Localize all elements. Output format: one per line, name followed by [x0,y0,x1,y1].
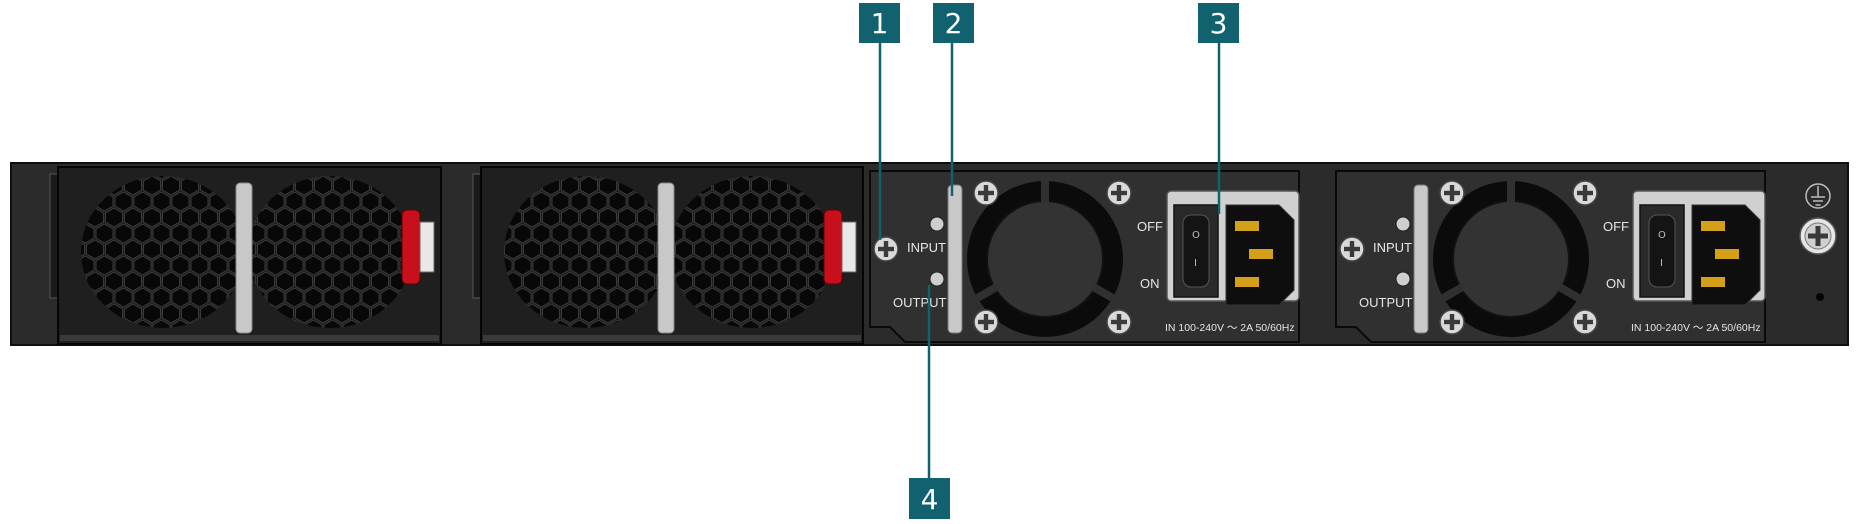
off-label: OFF [1137,219,1163,234]
callout-leaders [878,42,1221,482]
input-led [1395,216,1411,232]
svg-text:1: 1 [871,7,889,40]
power-inlet-icon [1691,204,1761,306]
svg-text:4: 4 [921,483,939,516]
output-led [1395,271,1411,287]
screw-icon [1339,236,1365,262]
screw-icon [873,236,899,262]
output-label: OUTPUT [893,295,947,310]
off-label: OFF [1603,219,1629,234]
psu-handle[interactable] [947,184,963,334]
screw-icon [973,180,999,206]
power-inlet-icon [1225,204,1295,306]
switch-on-mark: I [1194,258,1197,269]
callout-4: 4 [909,478,950,519]
screw-icon [1572,309,1598,335]
screw-icon [1439,180,1465,206]
on-label: ON [1140,276,1160,291]
screw-icon [973,309,999,335]
power-supply-1[interactable]: INPUT OUTPUT OFF ON O I IN 100-240V ～ 2A… [869,170,1300,343]
output-led [929,271,945,287]
psu-handle[interactable] [1413,184,1429,334]
screw-icon [1572,180,1598,206]
fan-release-latch[interactable] [401,209,421,285]
fan-release-latch[interactable] [823,209,843,285]
input-label: INPUT [907,240,946,255]
screw-icon [1106,309,1132,335]
power-rating: IN 100-240V ～ 2A 50/60Hz [1631,322,1761,334]
fan-icon [967,181,1123,337]
chassis-hole [1816,293,1824,301]
screw-icon [1439,309,1465,335]
fan-handle[interactable] [235,182,253,334]
fan-module-1[interactable] [49,166,442,345]
svg-text:2: 2 [945,7,963,40]
input-label: INPUT [1373,240,1412,255]
callout-1: 1 [859,3,900,43]
callout-3: 3 [1198,3,1239,43]
input-led [929,216,945,232]
power-rating: IN 100-240V ～ 2A 50/60Hz [1165,322,1295,334]
svg-text:3: 3 [1210,7,1228,40]
fan-icon [1433,181,1589,337]
fan-grille-icon [504,176,834,328]
ground-screw-icon [1799,217,1837,255]
switch-on-mark: I [1660,258,1663,269]
output-label: OUTPUT [1359,295,1413,310]
fan-module-2[interactable] [472,166,864,345]
fan-grille-icon [81,176,412,328]
screw-icon [1106,180,1132,206]
fan-handle[interactable] [657,182,675,334]
on-label: ON [1606,276,1626,291]
ground-symbol-icon [1805,183,1831,209]
switch-off-mark: O [1192,230,1200,241]
power-supply-2[interactable]: INPUT OUTPUT OFF ON O I IN 100-240V ～ 2A… [1335,170,1766,343]
callout-2: 2 [933,3,974,43]
switch-off-mark: O [1658,230,1666,241]
